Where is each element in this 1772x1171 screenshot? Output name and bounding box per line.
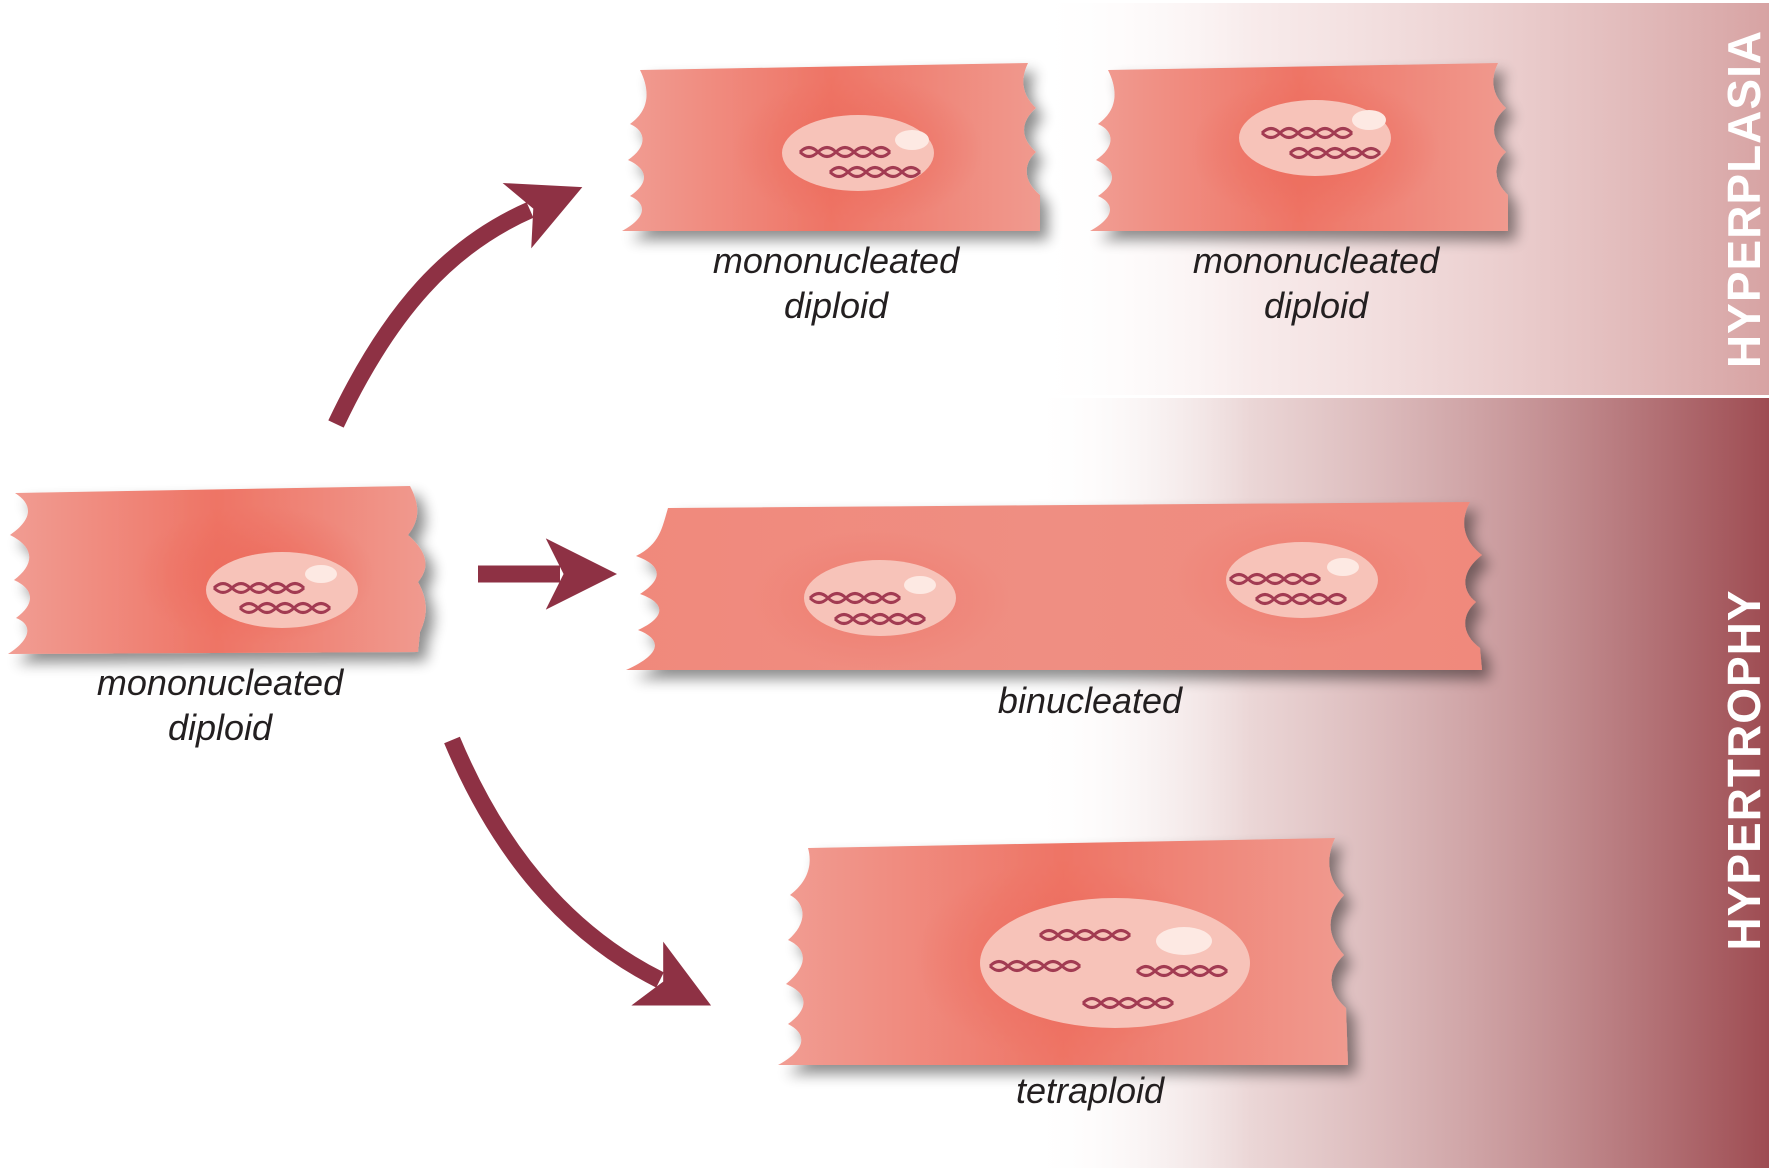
nucleus-body [782, 115, 934, 191]
chromosome [238, 602, 332, 614]
chromosome [238, 602, 332, 614]
chromosome [988, 960, 1082, 972]
nucleolus [1352, 110, 1386, 130]
chromosome [1260, 127, 1354, 139]
nucleolus [1327, 558, 1359, 576]
chromosome [808, 592, 902, 604]
nucleus [1239, 100, 1391, 176]
chromosome [1260, 127, 1354, 139]
nucleolus [305, 565, 337, 583]
cell-source [8, 486, 426, 654]
label-hyperplasia-left: mononucleated diploid [686, 238, 986, 328]
chromosome [1254, 593, 1348, 605]
chromosome [1254, 593, 1348, 605]
chromosome [798, 146, 892, 158]
label-source: mononucleated diploid [70, 660, 370, 750]
label-line: diploid [1263, 285, 1369, 326]
chromosome [828, 166, 922, 178]
chromosome [1135, 965, 1229, 977]
arrow-to-tetraploid [444, 736, 712, 1006]
chromosome [1081, 997, 1175, 1009]
nucleus [782, 115, 934, 191]
chromosome [212, 582, 306, 594]
chromosome [1288, 147, 1382, 159]
nucleolus [1156, 927, 1212, 955]
chromosome [1228, 573, 1322, 585]
label-tetraploid: tetraploid [940, 1068, 1240, 1113]
chromosome [798, 146, 892, 158]
chromosome [988, 960, 1082, 972]
nucleus [804, 560, 956, 636]
chromosome [1288, 147, 1382, 159]
label-line: mononucleated [712, 240, 960, 281]
chromosome [833, 613, 927, 625]
arrow-to-hyperplasia [328, 183, 583, 428]
hyperplasia-label: HYPERPLASIA [1718, 29, 1770, 369]
chromosome [212, 582, 306, 594]
chromosome [808, 592, 902, 604]
label-line: binucleated [997, 680, 1183, 721]
chromosome [1081, 997, 1175, 1009]
nucleus [1226, 542, 1378, 618]
label-line: mononucleated [96, 662, 344, 703]
chromosome [833, 613, 927, 625]
label-line: diploid [167, 707, 273, 748]
chromosome [1135, 965, 1229, 977]
nucleolus [895, 130, 929, 150]
hypertrophy-label: HYPERTROPHY [1718, 589, 1770, 951]
label-binucleated: binucleated [940, 678, 1240, 723]
label-line: tetraploid [1015, 1070, 1165, 1111]
chromosome [1228, 573, 1322, 585]
label-line: mononucleated [1192, 240, 1440, 281]
chromosome [1038, 929, 1132, 941]
nucleolus [904, 576, 936, 594]
nucleus-tetraploid [980, 898, 1250, 1028]
nucleus [206, 552, 358, 628]
chromosome [828, 166, 922, 178]
label-hyperplasia-right: mononucleated diploid [1166, 238, 1466, 328]
chromosome [1038, 929, 1132, 941]
label-line: diploid [783, 285, 889, 326]
